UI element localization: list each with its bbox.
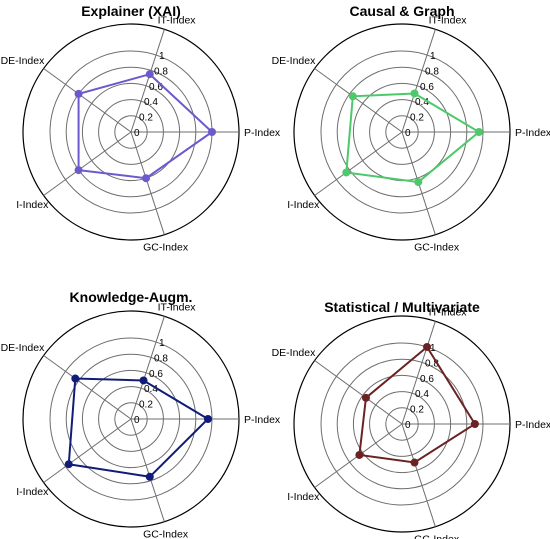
data-point — [139, 376, 148, 385]
data-point — [474, 128, 483, 136]
tick-label: 0.4 — [415, 97, 429, 108]
tick-label: 0 — [134, 415, 140, 426]
tick-label: 0.2 — [410, 113, 424, 124]
data-point — [470, 420, 479, 428]
radar-chart-4: Statistical / Multivariate 0 0.2 0.4 0.6 0.8 1… — [272, 299, 550, 539]
data-point — [355, 450, 364, 459]
radar-chart-3: Knowledge-Augm. 0 0.2 0.4 0.6 0.8 1P-Index IT-I… — [1, 289, 281, 539]
data-point — [145, 70, 154, 79]
data-point — [423, 342, 432, 351]
series-line — [345, 92, 481, 184]
axis-spoke — [130, 131, 165, 235]
data-point — [203, 415, 212, 423]
series-line — [77, 73, 214, 180]
data-point — [142, 174, 151, 183]
axis-label: GC-Index — [143, 529, 189, 539]
data-point — [74, 166, 83, 175]
axis-label: GC-Index — [143, 242, 189, 254]
series-line — [358, 345, 477, 464]
tick-label: 0.8 — [154, 353, 168, 364]
chart-title: Causal & Graph — [349, 3, 454, 19]
tick-label: 1 — [430, 51, 436, 62]
tick-label: 0 — [405, 128, 411, 139]
axis-spoke — [401, 321, 436, 425]
tick-label: 0.4 — [144, 97, 158, 108]
axis-label: IT-Index — [429, 14, 468, 26]
axis-label: GC-Index — [414, 242, 460, 254]
axis-spoke — [401, 423, 436, 527]
chart-title: Knowledge-Augm. — [70, 289, 193, 305]
axis-label: P-Index — [515, 127, 550, 139]
axis-label: IT-Index — [429, 306, 468, 318]
data-point — [145, 472, 154, 481]
tick-label: 0.6 — [149, 369, 163, 380]
data-point — [348, 92, 357, 101]
tick-label: 1 — [159, 51, 165, 62]
axis-label: GC-Index — [414, 534, 460, 539]
axis-label: DE-Index — [272, 347, 317, 359]
axis-spoke — [130, 29, 165, 133]
data-point — [71, 374, 80, 383]
radar-chart-2: Causal & Graph 0 0.2 0.4 0.6 0.8 1P-Index IT-In… — [272, 3, 550, 254]
axis-label: I-Index — [16, 199, 49, 211]
axis-spoke — [314, 360, 403, 425]
data-point — [361, 393, 370, 402]
chart-title: Statistical / Multivariate — [324, 299, 480, 315]
series-line — [67, 377, 210, 478]
tick-label: 0.2 — [139, 113, 153, 124]
axis-label: P-Index — [515, 419, 550, 431]
tick-label: 0.4 — [415, 389, 429, 400]
axis-label: DE-Index — [272, 55, 317, 67]
tick-label: 1 — [430, 343, 436, 354]
axis-spoke — [314, 131, 403, 196]
axis-label: DE-Index — [1, 342, 46, 354]
data-point — [410, 458, 419, 467]
tick-label: 0.6 — [420, 374, 434, 385]
tick-label: 0 — [405, 420, 411, 431]
tick-label: 0.8 — [154, 66, 168, 77]
tick-label: 1 — [159, 338, 165, 349]
tick-label: 0.2 — [139, 400, 153, 411]
axis-label: P-Index — [244, 127, 281, 139]
axis-label: DE-Index — [1, 55, 46, 67]
tick-label: 0.6 — [420, 82, 434, 93]
axis-spoke — [43, 68, 132, 133]
tick-label: 0.8 — [425, 358, 439, 369]
axis-label: IT-Index — [158, 301, 197, 313]
axis-spoke — [130, 316, 165, 420]
tick-label: 0.2 — [410, 405, 424, 416]
data-point — [208, 128, 216, 136]
axis-label: P-Index — [244, 414, 281, 426]
tick-label: 0.8 — [425, 66, 439, 77]
tick-label: 0.4 — [144, 384, 158, 395]
axis-label: IT-Index — [158, 14, 197, 26]
axis-spoke — [130, 418, 165, 522]
data-point — [64, 460, 73, 469]
axis-spoke — [314, 68, 403, 133]
axis-spoke — [43, 131, 132, 196]
radar-chart-1: Explainer (XAI) 0 0.2 0.4 0.6 0.8 1P-Index IT-I… — [1, 3, 281, 254]
tick-label: 0.6 — [149, 82, 163, 93]
data-point — [410, 89, 419, 98]
axis-spoke — [43, 418, 132, 483]
data-point — [342, 168, 351, 177]
axis-spoke — [43, 355, 132, 420]
tick-label: 0 — [134, 128, 140, 139]
data-point — [414, 178, 423, 187]
axis-label: I-Index — [287, 199, 320, 211]
chart-title: Explainer (XAI) — [81, 3, 181, 19]
axis-label: I-Index — [16, 486, 49, 498]
axis-spoke — [401, 29, 436, 133]
data-point — [74, 89, 83, 98]
axis-label: I-Index — [287, 491, 320, 503]
